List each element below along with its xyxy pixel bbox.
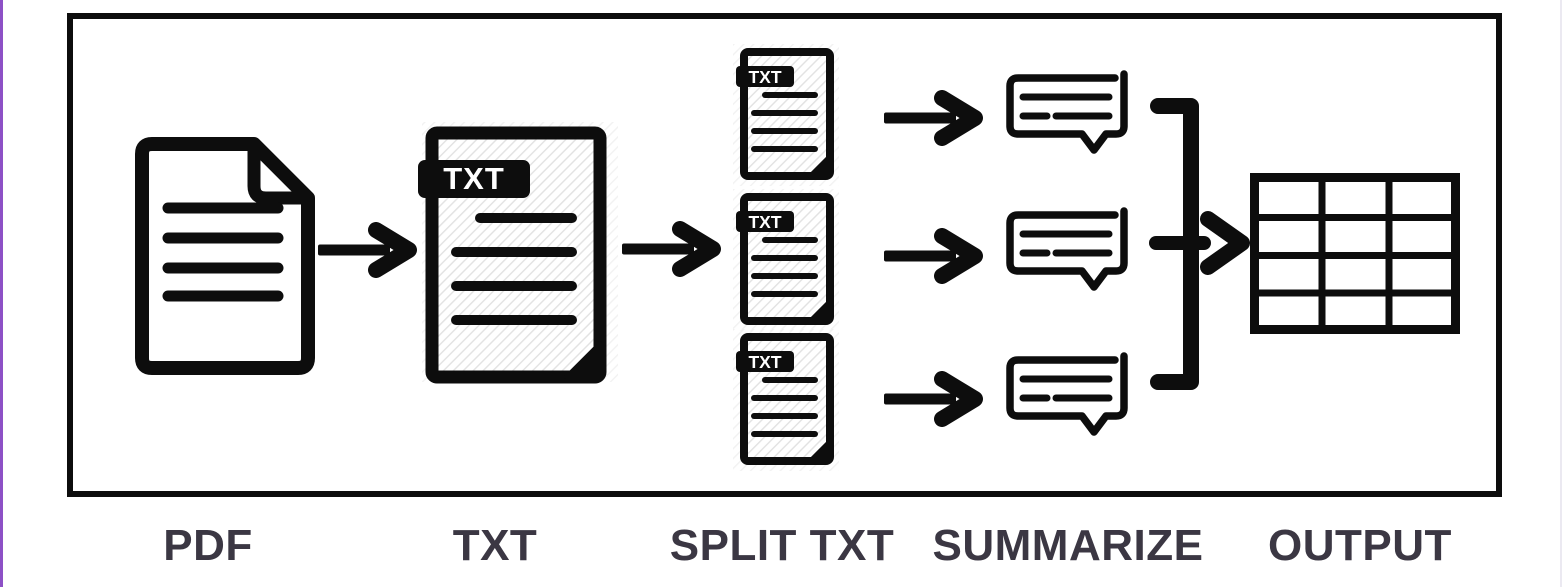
split-doc-icon-1: TXT xyxy=(733,44,839,186)
merge-bracket-icon xyxy=(1149,98,1250,390)
txt-badge-label: TXT xyxy=(443,161,505,196)
summary-bubble-icon-1 xyxy=(1006,70,1128,154)
txt-badge-label: TXT xyxy=(748,67,781,87)
flow-arrow-split-to-summary-2 xyxy=(884,228,983,284)
txt-text-lines xyxy=(451,213,577,325)
flow-arrow-pdf-to-txt xyxy=(318,222,417,278)
folded-corner xyxy=(564,341,602,379)
summary-bubble-icon-3 xyxy=(1006,352,1128,436)
split-doc-icon-3: TXT xyxy=(733,329,839,471)
flow-arrow-split-to-summary-1 xyxy=(884,90,983,146)
stage-label-txt: TXT xyxy=(452,521,538,570)
split-doc-icon-2: TXT xyxy=(733,189,839,331)
txt-document-icon: TXT xyxy=(418,122,618,384)
pdf-text-lines xyxy=(162,202,284,302)
stage-label-pdf: PDF xyxy=(163,521,253,570)
accent-left-border xyxy=(0,0,3,587)
flow-arrow-split-to-summary-3 xyxy=(884,371,983,427)
txt-badge xyxy=(736,66,794,87)
txt-badge-label: TXT xyxy=(748,352,781,372)
output-table-icon xyxy=(1250,173,1460,334)
stage-label-output: OUTPUT xyxy=(1268,521,1452,570)
stage-label-split-txt: SPLIT TXT xyxy=(669,521,895,570)
txt-badge xyxy=(736,211,794,232)
txt-badge xyxy=(418,160,530,198)
pdf-document-icon xyxy=(135,137,315,375)
faint-right-border xyxy=(1560,0,1562,587)
txt-badge-label: TXT xyxy=(748,212,781,232)
flow-arrow-txt-to-split xyxy=(622,221,721,277)
txt-badge xyxy=(736,351,794,372)
summary-bubble-icon-2 xyxy=(1006,207,1128,291)
stage-label-summarize: SUMMARIZE xyxy=(932,521,1204,570)
